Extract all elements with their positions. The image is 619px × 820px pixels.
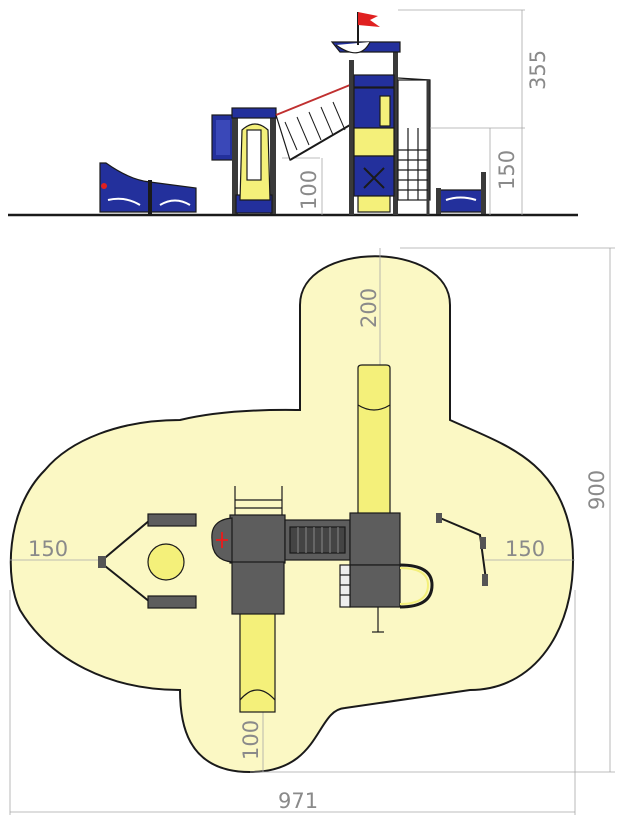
boat-bow-panel xyxy=(99,162,197,214)
deck-right-bottom xyxy=(349,564,401,608)
left-deck-stairs xyxy=(234,486,283,515)
boat-bow-plan xyxy=(98,513,197,609)
dim-plan-width: 971 xyxy=(278,789,318,813)
dim-slide-deck-height: 100 xyxy=(297,170,321,210)
dim-bottom-clearance: 100 xyxy=(239,720,263,760)
steering-disc xyxy=(147,543,185,581)
rope-bridge xyxy=(275,84,351,161)
slide-tower xyxy=(211,107,323,215)
dim-tower-deck-height: 150 xyxy=(495,150,519,190)
dim-right-clearance: 150 xyxy=(505,537,545,561)
dim-left-clearance: 150 xyxy=(28,537,68,561)
boat-stern-plan xyxy=(436,513,488,586)
bottom-slide xyxy=(239,611,276,713)
safety-zone xyxy=(9,255,574,774)
deck-left-bottom xyxy=(231,561,285,615)
top-slide xyxy=(357,364,391,516)
dim-plan-height: 900 xyxy=(585,470,609,510)
curved-rail xyxy=(399,563,434,609)
boat-stern-panel xyxy=(436,172,486,214)
bridge-plan xyxy=(284,519,351,561)
plan-view: 200 900 150 150 100 971 xyxy=(9,247,615,815)
flag xyxy=(358,12,380,27)
dim-top-clearance: 200 xyxy=(357,288,381,328)
elevation-view: 355 150 100 xyxy=(8,9,578,217)
deck-left-top xyxy=(229,514,286,564)
main-tower xyxy=(330,12,431,215)
deck-right-top xyxy=(349,512,401,566)
dim-tower-total-height: 355 xyxy=(526,50,550,90)
